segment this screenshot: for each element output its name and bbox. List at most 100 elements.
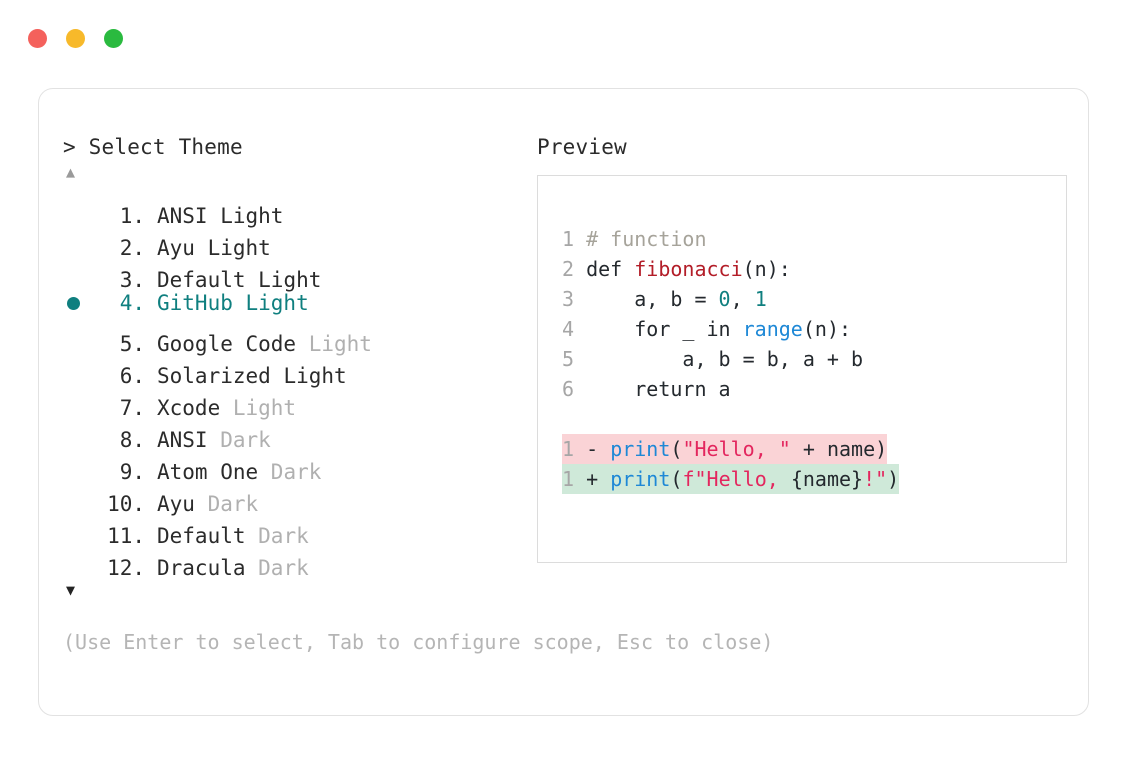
diff-marker: - bbox=[586, 437, 611, 461]
theme-item-name-text: ANSI bbox=[157, 204, 208, 228]
preview-heading: Preview bbox=[537, 135, 627, 159]
theme-item-variant: Dark bbox=[207, 428, 271, 452]
theme-selection-pane: > Select Theme ▲ 1.ANSI Light 2.Ayu Ligh… bbox=[63, 133, 533, 601]
theme-list-item[interactable]: 7.Xcode Light bbox=[63, 383, 533, 420]
code-token: a, b = b, a + b bbox=[586, 347, 864, 371]
theme-item-index: 5. bbox=[107, 332, 145, 356]
theme-item-name-text: Solarized bbox=[157, 364, 271, 388]
theme-list-item[interactable]: 12.Dracula Dark bbox=[63, 543, 533, 580]
theme-list-item[interactable]: 4.GitHub Light bbox=[63, 287, 533, 319]
scroll-down-icon[interactable]: ▼ bbox=[66, 581, 76, 599]
theme-item-variant: Dark bbox=[194, 492, 259, 516]
theme-item-name: Solarized Light bbox=[145, 360, 347, 392]
theme-list-item[interactable]: 9. Atom One Dark bbox=[63, 447, 533, 484]
code-line: 3 a, b = 0, 1 bbox=[562, 284, 899, 314]
theme-item-name-text: Ayu bbox=[157, 236, 195, 260]
theme-item-index: 11. bbox=[107, 524, 145, 548]
theme-item-variant: Light bbox=[270, 364, 347, 388]
selection-bullet-cell bbox=[63, 511, 93, 543]
theme-item-name-text: GitHub bbox=[157, 291, 233, 315]
theme-item-index: 1. bbox=[107, 204, 145, 228]
code-line-number: 3 bbox=[562, 287, 587, 311]
theme-item-name-text: ANSI bbox=[157, 428, 208, 452]
code-token: !" bbox=[863, 467, 888, 491]
theme-list-item[interactable]: 6.Solarized Light bbox=[63, 351, 533, 388]
code-line: 6 return a bbox=[562, 374, 899, 404]
theme-item-name: GitHub Light bbox=[145, 287, 309, 319]
code-line: 2 def fibonacci(n): bbox=[562, 254, 899, 284]
code-token: def bbox=[586, 257, 635, 281]
theme-item-name-text: Ayu bbox=[157, 492, 195, 516]
code-token: 1 bbox=[754, 287, 767, 311]
scroll-up-icon[interactable]: ▲ bbox=[66, 163, 76, 181]
minimize-window-button[interactable] bbox=[66, 29, 85, 48]
theme-item-index: 9. bbox=[107, 460, 145, 484]
theme-item-variant: Light bbox=[220, 396, 297, 420]
code-line-number: 4 bbox=[562, 317, 587, 341]
theme-item-name: Atom One Dark bbox=[145, 456, 321, 488]
theme-item-name: Dracula Dark bbox=[145, 552, 309, 584]
code-token: , bbox=[730, 287, 755, 311]
code-token: + name) bbox=[790, 437, 888, 461]
theme-item-index: 4. bbox=[107, 291, 145, 315]
theme-item-name: Xcode Light bbox=[145, 392, 296, 424]
selection-bullet-cell bbox=[63, 415, 93, 447]
theme-item-name-text: Xcode bbox=[157, 396, 221, 420]
selection-bullet-cell bbox=[63, 191, 93, 223]
theme-list[interactable]: 1.ANSI Light 2.Ayu Light 3.Default Light… bbox=[63, 191, 533, 580]
maximize-window-button[interactable] bbox=[104, 29, 123, 48]
theme-item-index: 2. bbox=[107, 236, 145, 260]
selection-bullet-cell bbox=[63, 351, 93, 383]
theme-list-item[interactable]: 10. Ayu Dark bbox=[63, 479, 533, 516]
theme-item-variant: Light bbox=[207, 204, 284, 228]
code-token: ( bbox=[670, 467, 683, 491]
diff-line-number: 1 bbox=[562, 467, 587, 491]
selected-bullet-icon bbox=[67, 297, 80, 310]
close-window-button[interactable] bbox=[28, 29, 47, 48]
selection-bullet-cell bbox=[63, 383, 93, 415]
theme-item-name: ANSI Dark bbox=[145, 424, 271, 456]
selection-bullet-cell bbox=[63, 288, 93, 320]
theme-item-variant: Dark bbox=[245, 524, 309, 548]
selection-bullet-cell bbox=[63, 319, 93, 351]
code-line-number: 5 bbox=[562, 347, 587, 371]
theme-item-name: Ayu Light bbox=[145, 232, 271, 264]
selection-bullet-cell bbox=[63, 543, 93, 575]
code-token: (n): bbox=[802, 317, 852, 341]
theme-list-item[interactable]: 1. ANSI Light bbox=[63, 191, 533, 228]
theme-item-variant: Light bbox=[232, 291, 309, 315]
code-token: return a bbox=[586, 377, 731, 401]
code-token: print bbox=[610, 467, 671, 491]
theme-item-variant: Light bbox=[296, 332, 372, 356]
theme-item-name-text: Default bbox=[157, 268, 246, 292]
code-token: "Hello, " bbox=[682, 437, 791, 461]
theme-item-variant: Dark bbox=[258, 460, 322, 484]
diff-line-addition: 1 + print(f"Hello, {name}!") bbox=[562, 464, 900, 494]
code-token: 0 bbox=[718, 287, 731, 311]
theme-item-index: 12. bbox=[107, 556, 145, 580]
theme-list-item[interactable]: 5.Google Code Light bbox=[63, 319, 533, 356]
code-line-number: 1 bbox=[562, 227, 587, 251]
code-line-number: 6 bbox=[562, 377, 587, 401]
theme-list-item[interactable]: 3.Default Light bbox=[63, 255, 533, 292]
code-line: 1 # function bbox=[562, 224, 899, 254]
theme-item-index: 10. bbox=[107, 492, 145, 516]
code-line: 4 for _ in range(n): bbox=[562, 314, 899, 344]
diff-line-wrapper: 1 + print(f"Hello, {name}!") bbox=[562, 464, 900, 494]
theme-item-index: 3. bbox=[107, 268, 145, 292]
theme-item-index: 8. bbox=[107, 428, 145, 452]
code-token: a, b = bbox=[586, 287, 719, 311]
theme-list-item[interactable]: 11.Default Dark bbox=[63, 511, 533, 548]
diff-line-deletion: 1 - print("Hello, " + name) bbox=[562, 434, 888, 464]
code-token: {name} bbox=[790, 467, 864, 491]
theme-list-item[interactable]: 8. ANSI Dark bbox=[63, 415, 533, 452]
code-blank-line bbox=[562, 404, 899, 434]
theme-item-name: Google Code Light bbox=[145, 328, 372, 360]
theme-item-name-text: Atom One bbox=[157, 460, 259, 484]
dialog-panes: > Select Theme ▲ 1.ANSI Light 2.Ayu Ligh… bbox=[39, 89, 1088, 715]
theme-item-name: ANSI Light bbox=[145, 200, 283, 232]
theme-list-item[interactable]: 2.Ayu Light bbox=[63, 223, 533, 260]
